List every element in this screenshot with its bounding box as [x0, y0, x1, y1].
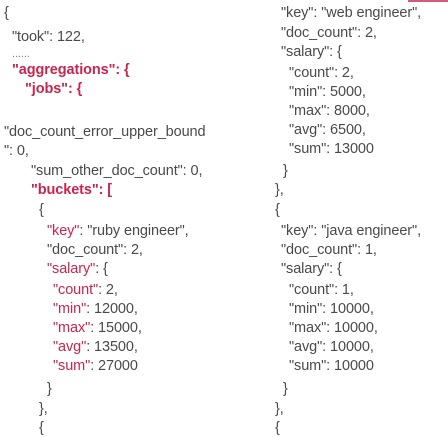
avg-label: "avg" — [53, 339, 87, 355]
json-line: "count": 2, — [289, 65, 354, 81]
json-line-buckets: "buckets": [ — [31, 182, 113, 198]
json-line: }, — [39, 401, 48, 417]
salary-label: "salary" — [47, 261, 96, 277]
json-line: { — [39, 202, 44, 218]
salary-brace: : { — [95, 261, 108, 277]
json-line: "key": "java engineer", — [281, 223, 422, 239]
sum-value: : 27000 — [90, 358, 138, 374]
json-line: "doc_count_error_upper_bound — [4, 124, 206, 140]
avg-value: : 13500, — [86, 339, 138, 355]
json-line: "key": "web engineer", — [281, 5, 422, 21]
json-line-key: "key": "ruby engineer", — [47, 222, 189, 240]
count-value: : 2, — [98, 282, 118, 298]
json-line: "min": 5000, — [289, 84, 366, 100]
json-line: { — [275, 202, 280, 218]
key-value: : "ruby engineer", — [79, 223, 189, 239]
json-line: "sum": 10000 — [289, 358, 374, 374]
json-line-sum: "sum": 27000 — [53, 357, 138, 375]
json-line: "max": 8000, — [289, 103, 370, 119]
json-line: "doc_count": 2, — [281, 25, 377, 41]
max-label: "max" — [53, 320, 91, 336]
accent-bar — [408, 0, 448, 2]
json-ellipsis: ...... — [12, 48, 30, 60]
max-value: : 15000, — [90, 320, 142, 336]
json-line-min: "min": 12000, — [53, 300, 138, 318]
key-label: "key" — [47, 223, 80, 239]
json-line: } — [283, 163, 288, 179]
json-line: "salary": { — [281, 44, 342, 60]
json-line: "sum_other_doc_count": 0, — [31, 163, 203, 179]
json-line: "max": 10000, — [289, 320, 378, 336]
json-line: "doc_count": 2, — [47, 242, 143, 258]
count-label: "count" — [53, 282, 99, 298]
json-line: } — [47, 381, 52, 397]
json-line: } — [283, 381, 288, 397]
json-line: "avg": 10000, — [289, 339, 374, 355]
json-line-salary: "salary": { — [47, 260, 108, 278]
sum-label: "sum" — [53, 358, 91, 374]
json-line-count: "count": 2, — [53, 281, 118, 299]
json-line: "sum": 13000 — [289, 141, 374, 157]
json-line: { — [4, 5, 9, 21]
min-label: "min" — [53, 301, 87, 317]
json-line: "took": 122, — [12, 29, 85, 45]
json-line: "doc_count": 1, — [281, 242, 377, 258]
json-line-avg: "avg": 13500, — [53, 338, 138, 356]
json-line: }, — [275, 401, 284, 417]
json-line-aggregations: "aggregations": { — [12, 62, 130, 78]
json-line-jobs: "jobs": { — [25, 81, 83, 97]
json-line: ": 0, — [4, 143, 29, 159]
json-line: "salary": { — [281, 261, 342, 277]
json-line: "count": 1, — [289, 282, 354, 298]
json-line: "avg": 6500, — [289, 122, 366, 138]
min-value: : 12000, — [86, 301, 138, 317]
json-line: }, — [275, 182, 284, 198]
json-line: "min": 10000, — [289, 301, 374, 317]
json-line-max: "max": 15000, — [53, 319, 142, 337]
